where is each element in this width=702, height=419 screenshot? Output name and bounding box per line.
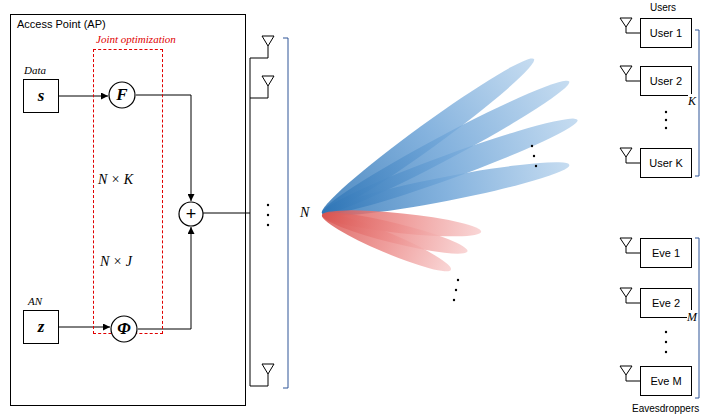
node-text: Eve M — [650, 375, 681, 387]
node-text: User K — [649, 157, 683, 169]
node-text: Data — [24, 64, 46, 76]
eve-box: Eve 1 — [640, 238, 692, 268]
node-text: Eve 1 — [652, 247, 680, 259]
eve-box: Eve 2 — [640, 288, 692, 318]
antenna-feed — [203, 36, 274, 386]
free-label: N × K — [98, 172, 133, 188]
user-box: User K — [640, 148, 692, 178]
user-antennas — [620, 18, 640, 381]
signal-arrow — [138, 227, 191, 329]
free-label: N × J — [100, 254, 132, 270]
signal-arrow — [136, 95, 191, 201]
free-label: Eavesdroppers — [632, 403, 699, 414]
node-text: F — [116, 85, 127, 105]
node-text: User 2 — [650, 75, 682, 87]
node-text: AN — [28, 295, 42, 307]
data-box: Datas — [23, 79, 59, 113]
bracket — [283, 30, 699, 398]
eve-box: Eve M — [640, 366, 692, 396]
node-text: Φ — [117, 319, 130, 339]
ellipsis-dots — [267, 111, 667, 353]
noise-precoder-circle: Φ — [110, 315, 138, 343]
optimization-region: Joint optimizationFΦ — [93, 49, 163, 334]
user-beam — [318, 109, 582, 225]
noise-box: ANz — [23, 310, 59, 344]
free-label: N — [300, 205, 309, 221]
free-label: M — [687, 310, 697, 325]
node-text: Joint optimization — [96, 33, 176, 45]
adder-circle: + — [178, 201, 204, 227]
circle-shape — [111, 316, 137, 342]
free-label: Users — [650, 2, 676, 13]
node-text: Eve 2 — [652, 297, 680, 309]
artificial-noise-beam — [318, 206, 455, 279]
node-text: User 1 — [650, 27, 682, 39]
free-label: K — [688, 94, 696, 109]
user-box: User 2 — [640, 66, 692, 96]
circle-shape — [109, 82, 135, 108]
signal-arrow — [59, 96, 108, 97]
user-box: User 1 — [640, 18, 692, 48]
node-text: z — [38, 317, 45, 337]
signal-arrow — [59, 327, 110, 328]
node-text: Access Point (AP) — [17, 18, 106, 30]
beam-pattern — [315, 49, 582, 279]
node-text: + — [186, 205, 197, 223]
circle-shape — [179, 202, 203, 226]
access-point-box: Access Point (AP)Joint optimizationFΦDat… — [10, 14, 246, 406]
precoder-circle: F — [108, 81, 136, 109]
node-text: s — [38, 86, 45, 106]
